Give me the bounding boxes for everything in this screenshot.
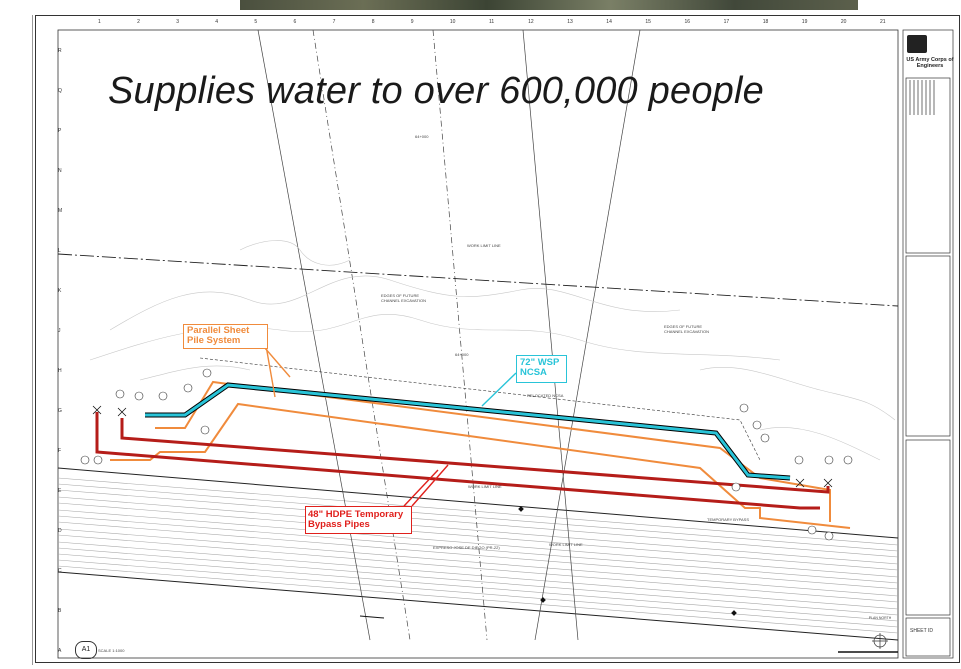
grid-row-label: K [58,288,62,294]
grid-row-label: N [58,168,62,174]
plan-badge: A1 [75,641,97,659]
grid-row-label: R [58,48,62,54]
drawing-frame [57,29,899,659]
terrain-contours [89,240,896,461]
grid-column-label: 5 [254,19,258,25]
grid-row-label: E [58,488,62,494]
grid-column-label: 2 [137,19,140,25]
station-label-mid: 64+000 [455,352,469,357]
wsp-callout-line1: 72" WSP [520,357,560,368]
station-tick [359,615,385,619]
grid-column-label: 20 [840,19,847,25]
grid-column-label: 19 [801,19,808,25]
work-limit-note-bottom: WORK LIMIT LINE [468,484,502,489]
north-label: PLAN NORTH [868,616,892,620]
grid-row-label: L [58,248,61,254]
headline-text: Supplies water to over 600,000 people [108,70,764,112]
usace-logo-icon [907,35,927,53]
edges-note-left-1: EDGES OF FUTURE [381,293,420,298]
grid-column-label: 4 [215,19,219,25]
wsp-pipe [145,382,791,481]
work-limit-note-top: WORK LIMIT LINE [467,243,501,248]
valve-symbols [92,405,833,488]
grid-row-label: B [58,608,62,614]
detail-markers [80,368,853,541]
station-label-top: 64+000 [415,134,429,139]
wsp-callout: 72" WSP NCSA [516,355,567,383]
background-photo-strip [240,0,858,10]
hdpe-callout: 48" HDPE Temporary Bypass Pipes [305,506,412,534]
temporary-bypass-note: TEMPORARY BYPASS [707,517,750,522]
relocated-note: RELOCATED NCSA [527,393,564,398]
grid-row-label: A [58,648,62,654]
grid-row-label: H [58,368,62,374]
grid-column-label: 17 [723,19,730,25]
work-limit-line [57,253,899,307]
survey-points [518,506,737,616]
grid-row-label: G [58,408,62,414]
grid-row-label: P [58,128,62,134]
sheet-id-label: SHEET ID [910,628,933,634]
grid-column-label: 3 [176,19,179,25]
channel-lines [257,29,641,641]
grid-column-label: 21 [880,19,886,25]
grid-column-label: 15 [645,19,651,25]
edges-note-right-1: EDGES OF FUTURE [664,324,703,329]
edges-note-right-2: CHANNEL EXCAVATION [664,329,709,334]
grid-column-label: 10 [449,19,456,25]
sheet-pile-callout: Parallel Sheet Pile System [183,324,268,349]
sheet-pile-system [110,380,851,529]
scale-label: SCALE 1:1000 [98,648,125,653]
expreso-note: EXPRESO JOSE DE DIEGO (PR-22) [433,545,500,550]
grid-column-label: 14 [606,19,612,25]
edges-note-left-2: CHANNEL EXCAVATION [381,298,426,303]
hdpe-bypass-pipes [95,412,830,510]
page-margin-rule [32,15,33,665]
grid-column-label: 1 [98,19,101,25]
north-arrow-icon [872,633,888,649]
work-limit-note-road: WORK LIMIT LINE [549,542,583,547]
wsp-callout-line2: NCSA [520,367,547,378]
expressway [57,477,899,634]
grid-row-label: F [58,448,62,454]
grid-row-label: Q [58,88,62,94]
grid-row-label: C [58,568,62,574]
grid-column-label: 12 [528,19,534,25]
grid-row-label: J [58,328,61,334]
grid-column-label: 8 [371,19,375,25]
grid-column-label: 13 [567,19,573,25]
sheet-pile-callout-line1: Parallel Sheet [187,325,250,336]
grid-column-label: 18 [762,19,769,25]
grid-column-label: 11 [489,19,495,25]
sheet-pile-callout-line2: Pile System [187,335,241,346]
grid-column-label: 6 [293,19,297,25]
grid-row-label: D [58,528,62,534]
road-edge-line [57,467,899,539]
hdpe-callout-line2: Bypass Pipes [308,519,370,530]
grid-column-label: 9 [410,19,414,25]
grid-column-label: 16 [684,19,691,25]
grid-column-label: 7 [332,19,336,25]
excavation-edge [199,357,761,461]
road-edge-line-lower [57,571,899,641]
hdpe-callout-line1: 48" HDPE Temporary [308,509,404,520]
org-name: US Army Corps of Engineers [906,57,954,69]
grid-row-label: M [58,208,63,214]
title-block-frame [902,29,954,659]
